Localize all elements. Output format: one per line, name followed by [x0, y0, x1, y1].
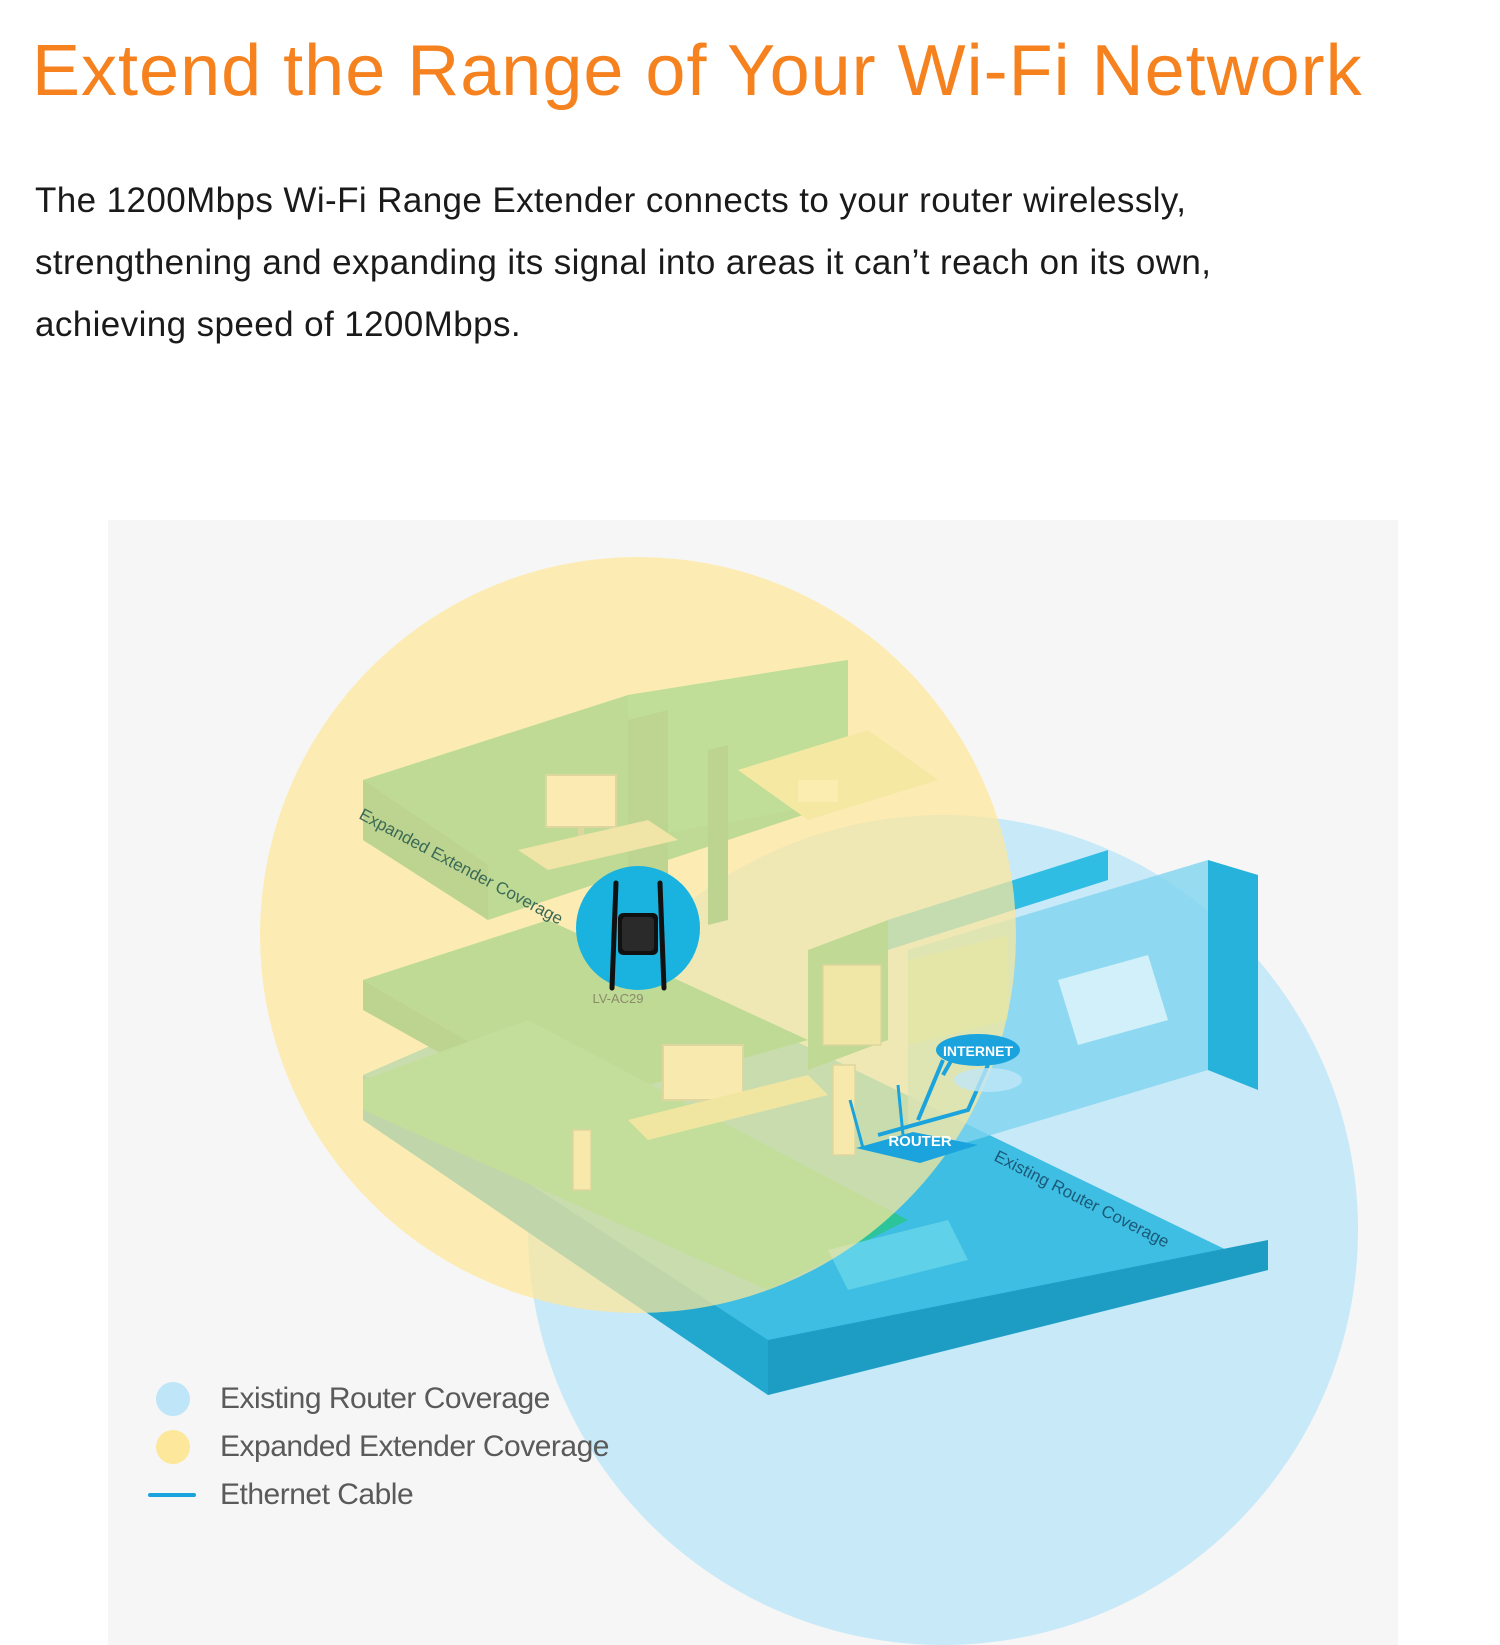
legend-swatch-extender [156, 1430, 190, 1464]
legend-item-ethernet: Ethernet Cable [148, 1471, 609, 1519]
legend-swatch-ethernet [148, 1493, 196, 1497]
legend: Existing Router Coverage Expanded Extend… [148, 1375, 609, 1519]
range-extender-icon: LV-AC29 [576, 866, 700, 1006]
house-floorplan-illustration: INTERNET ROUTER LV-AC29 Expanded Extende… [108, 520, 1398, 1645]
intro-line-1: The 1200Mbps Wi-Fi Range Extender connec… [35, 181, 1187, 220]
legend-item-extender: Expanded Extender Coverage [148, 1423, 609, 1471]
router-label: ROUTER [888, 1133, 952, 1150]
coverage-diagram: INTERNET ROUTER LV-AC29 Expanded Extende… [108, 520, 1398, 1645]
internet-label: INTERNET [943, 1043, 1013, 1059]
legend-item-router: Existing Router Coverage [148, 1375, 609, 1423]
router-icon: ROUTER [848, 1084, 978, 1163]
legend-swatch-router [156, 1382, 190, 1416]
extender-model-label: LV-AC29 [592, 991, 643, 1006]
intro-paragraph: The 1200Mbps Wi-Fi Range Extender connec… [35, 170, 1455, 356]
legend-label-router: Existing Router Coverage [220, 1382, 550, 1415]
page-headline: Extend the Range of Your Wi-Fi Network [32, 31, 1363, 111]
legend-label-ethernet: Ethernet Cable [220, 1478, 414, 1511]
intro-line-3: achieving speed of 1200Mbps. [35, 305, 521, 344]
intro-line-2: strengthening and expanding its signal i… [35, 243, 1212, 282]
internet-cloud: INTERNET [936, 1034, 1022, 1092]
legend-label-extender: Expanded Extender Coverage [220, 1430, 609, 1463]
